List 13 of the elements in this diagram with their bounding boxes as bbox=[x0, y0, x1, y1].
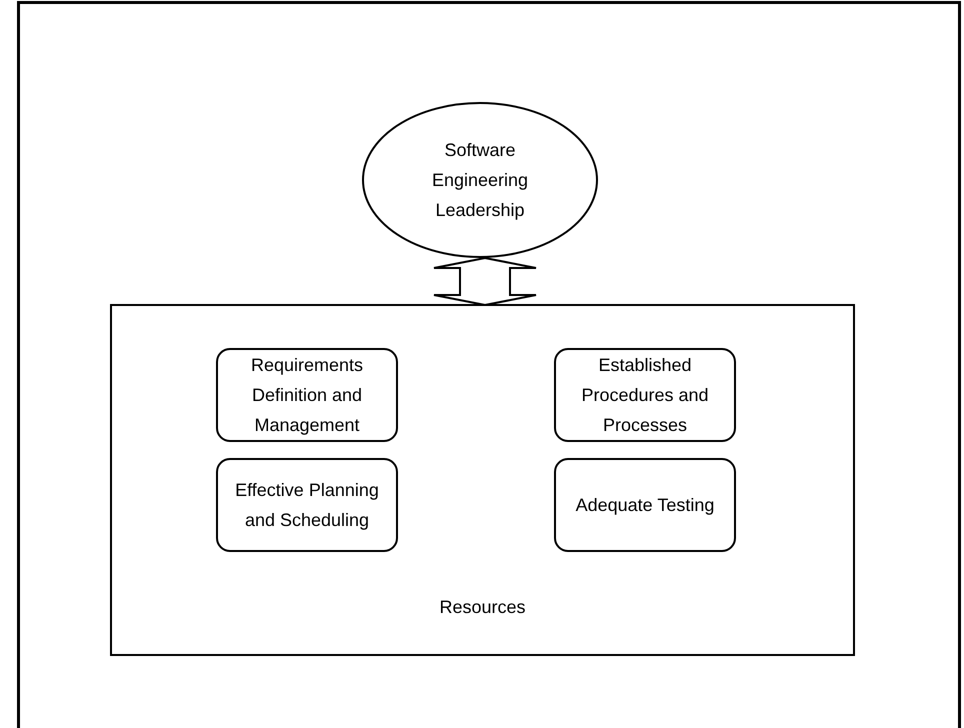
double-block-arrow bbox=[433, 256, 537, 306]
ellipse-node bbox=[362, 102, 598, 258]
container-box bbox=[110, 304, 855, 656]
rounded-box bbox=[554, 458, 736, 552]
container-label: Resources bbox=[438, 596, 527, 619]
node-label: Effective Planning and Scheduling bbox=[234, 479, 380, 532]
node-label: Established Procedures and Processes bbox=[580, 354, 710, 437]
rounded-box bbox=[216, 458, 398, 552]
node-label: Adequate Testing bbox=[574, 494, 716, 517]
rounded-box bbox=[216, 348, 398, 442]
node-label: Software Engineering Leadership bbox=[430, 139, 530, 222]
node-label: Requirements Definition and Management bbox=[250, 354, 364, 437]
rounded-box bbox=[554, 348, 736, 442]
